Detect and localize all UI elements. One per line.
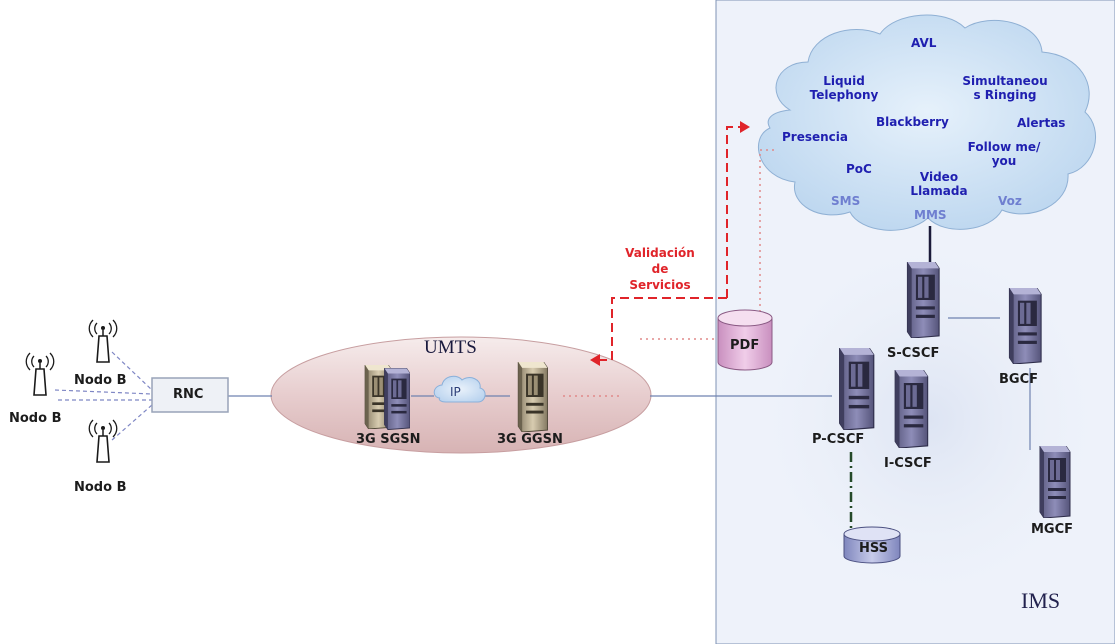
antenna-icon (88, 419, 118, 463)
p-cscf-label: P-CSCF (812, 432, 865, 447)
service-presencia: Presencia (782, 130, 848, 144)
ip-cloud-icon (433, 375, 486, 403)
service-line: you (991, 154, 1017, 168)
ggsn-server-icon (517, 362, 548, 432)
rnc-label: RNC (173, 387, 204, 402)
service-line: Telephony (809, 88, 879, 102)
nodo-b-bottom-label: Nodo B (74, 480, 127, 495)
nodo-b-top-label: Nodo B (74, 373, 127, 388)
validation-arrowhead-left (590, 354, 600, 366)
validation-line: Servicios (629, 278, 691, 292)
red-dotted-links (563, 149, 775, 397)
p-cscf-server-icon (838, 348, 875, 430)
service-avl: AVL (911, 36, 937, 50)
validation-label: Validación de Servicios (622, 245, 698, 293)
service-mms: MMS (914, 208, 947, 222)
antenna-icon (25, 352, 55, 396)
service-blackberry: Blackberry (876, 115, 949, 129)
service-sms: SMS (831, 194, 861, 208)
hss-database-icon (843, 526, 901, 564)
validation-arrows (598, 126, 742, 361)
service-poc: PoC (846, 162, 872, 176)
services-cloud (757, 14, 1096, 231)
bgcf-label: BGCF (999, 372, 1038, 387)
s-cscf-label: S-CSCF (887, 346, 940, 361)
service-simultaneous-ringing: Simultaneou s Ringing (960, 74, 1050, 102)
validation-line: Validación (625, 246, 695, 260)
nodo-b-left-label: Nodo B (9, 411, 62, 426)
service-line: Simultaneou (962, 74, 1048, 88)
service-line: Liquid (823, 74, 865, 88)
hss-label: HSS (859, 541, 889, 556)
service-line: Follow me/ (967, 140, 1041, 154)
validation-arrowhead-up (740, 121, 750, 133)
sgsn-server-icon (384, 368, 410, 430)
pdf-database-icon (717, 309, 773, 371)
sgsn-label: 3G SGSN (356, 432, 421, 447)
radio-links (54, 351, 153, 441)
service-liquid-telephony: Liquid Telephony (808, 74, 880, 102)
service-video-llamada: Video Llamada (904, 170, 974, 198)
antenna-icon (88, 319, 118, 363)
ims-label: IMS (1021, 588, 1061, 613)
mgcf-label: MGCF (1031, 522, 1074, 537)
umts-label: UMTS (424, 337, 477, 358)
service-alertas: Alertas (1017, 116, 1066, 130)
service-line: Llamada (910, 184, 968, 198)
i-cscf-label: I-CSCF (884, 456, 932, 471)
service-line: s Ringing (973, 88, 1037, 102)
mgcf-server-icon (1039, 446, 1071, 518)
validation-line: de (651, 262, 669, 276)
s-cscf-server-icon (906, 262, 940, 338)
i-cscf-server-icon (894, 370, 929, 448)
service-follow-me-you: Follow me/ you (966, 140, 1042, 168)
pdf-label: PDF (730, 338, 760, 353)
ip-label: IP (450, 385, 461, 399)
bgcf-server-icon (1008, 288, 1042, 364)
connections (228, 317, 1031, 450)
ggsn-label: 3G GGSN (497, 432, 563, 447)
rnc-box (151, 377, 229, 413)
service-voz: Voz (998, 194, 1022, 208)
service-line: Video (919, 170, 959, 184)
